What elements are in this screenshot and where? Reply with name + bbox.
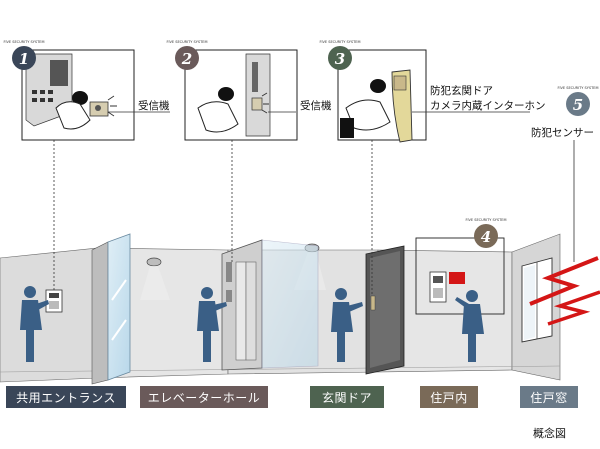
receiver-label-2: 受信機 xyxy=(300,100,332,112)
zone-label-window: 住戸窓 xyxy=(520,386,578,408)
label-connectors xyxy=(108,111,575,262)
hall-glass-partition xyxy=(261,239,319,369)
callout-panel-1 xyxy=(21,49,135,141)
front-door xyxy=(365,245,405,375)
elevator-door xyxy=(221,239,263,371)
alarm-lightning-icon xyxy=(529,256,600,326)
door-label-line1: 防犯玄関ドア xyxy=(430,85,493,97)
badge-2: 2 xyxy=(175,46,199,70)
badge-5: 5 xyxy=(566,92,590,116)
indoor-intercom-monitor xyxy=(415,237,505,315)
callout-panel-2 xyxy=(184,49,298,141)
badge-caption: FIVE SECURITY SYSTEM xyxy=(166,40,207,44)
person-figure xyxy=(197,287,227,362)
badge-caption: FIVE SECURITY SYSTEM xyxy=(557,86,598,90)
camera-icon xyxy=(140,257,170,300)
badge-number: 4 xyxy=(481,228,491,246)
badge-caption: FIVE SECURITY SYSTEM xyxy=(465,218,506,222)
badge-4: 4 xyxy=(474,224,498,248)
person-figure xyxy=(455,290,484,362)
zone-label-inside: 住戸内 xyxy=(420,386,478,408)
callout-panel-3 xyxy=(337,49,427,143)
badge-number: 3 xyxy=(335,50,345,68)
zone-label-front-door: 玄関ドア xyxy=(310,386,384,408)
entrance-glass-doors xyxy=(91,233,131,385)
concept-note: 概念図 xyxy=(533,427,566,440)
zone-label-entrance: 共用エントランス xyxy=(6,386,126,408)
badge-number: 2 xyxy=(181,50,192,68)
door-label-line2: カメラ内蔵インターホン xyxy=(430,100,546,112)
entrance-intercom-panel xyxy=(45,289,63,313)
badge-number: 5 xyxy=(573,96,583,114)
dashed-connectors xyxy=(53,140,373,296)
badge-3: 3 xyxy=(328,46,352,70)
receiver-label-1: 受信機 xyxy=(138,100,170,112)
badge-caption: FIVE SECURITY SYSTEM xyxy=(3,40,44,44)
sensor-label: 防犯センサー xyxy=(531,127,594,139)
badge-1: 1 xyxy=(12,46,36,70)
badge-caption: FIVE SECURITY SYSTEM xyxy=(319,40,360,44)
zone-label-elevator-hall: エレベーターホール xyxy=(140,386,268,408)
person-figure xyxy=(331,288,363,362)
person-figure xyxy=(20,286,49,362)
badge-number: 1 xyxy=(19,50,29,68)
